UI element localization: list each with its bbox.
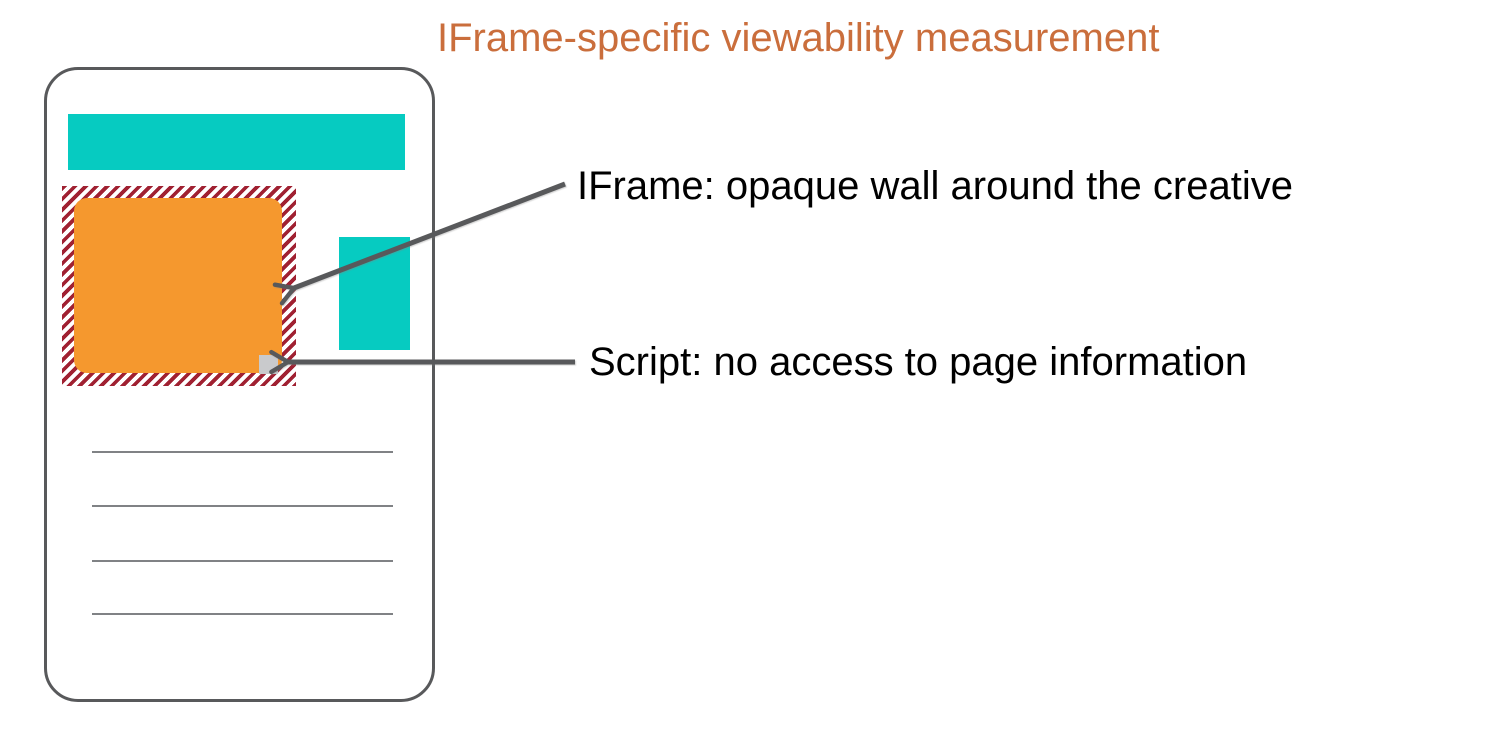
script-annotation-label: Script: no access to page information <box>589 340 1248 384</box>
iframe-annotation-label: IFrame: opaque wall around the creative <box>577 164 1293 208</box>
text-placeholder-line <box>92 560 393 562</box>
text-placeholder-line <box>92 505 393 507</box>
text-placeholder-line <box>92 613 393 615</box>
measurement-script-square <box>259 355 278 374</box>
page-header-block <box>68 114 405 170</box>
ad-creative-block <box>74 198 282 373</box>
text-placeholder-line <box>92 451 393 453</box>
sidebar-content-block <box>339 237 410 350</box>
diagram-title: IFrame-specific viewability measurement <box>437 16 1160 60</box>
